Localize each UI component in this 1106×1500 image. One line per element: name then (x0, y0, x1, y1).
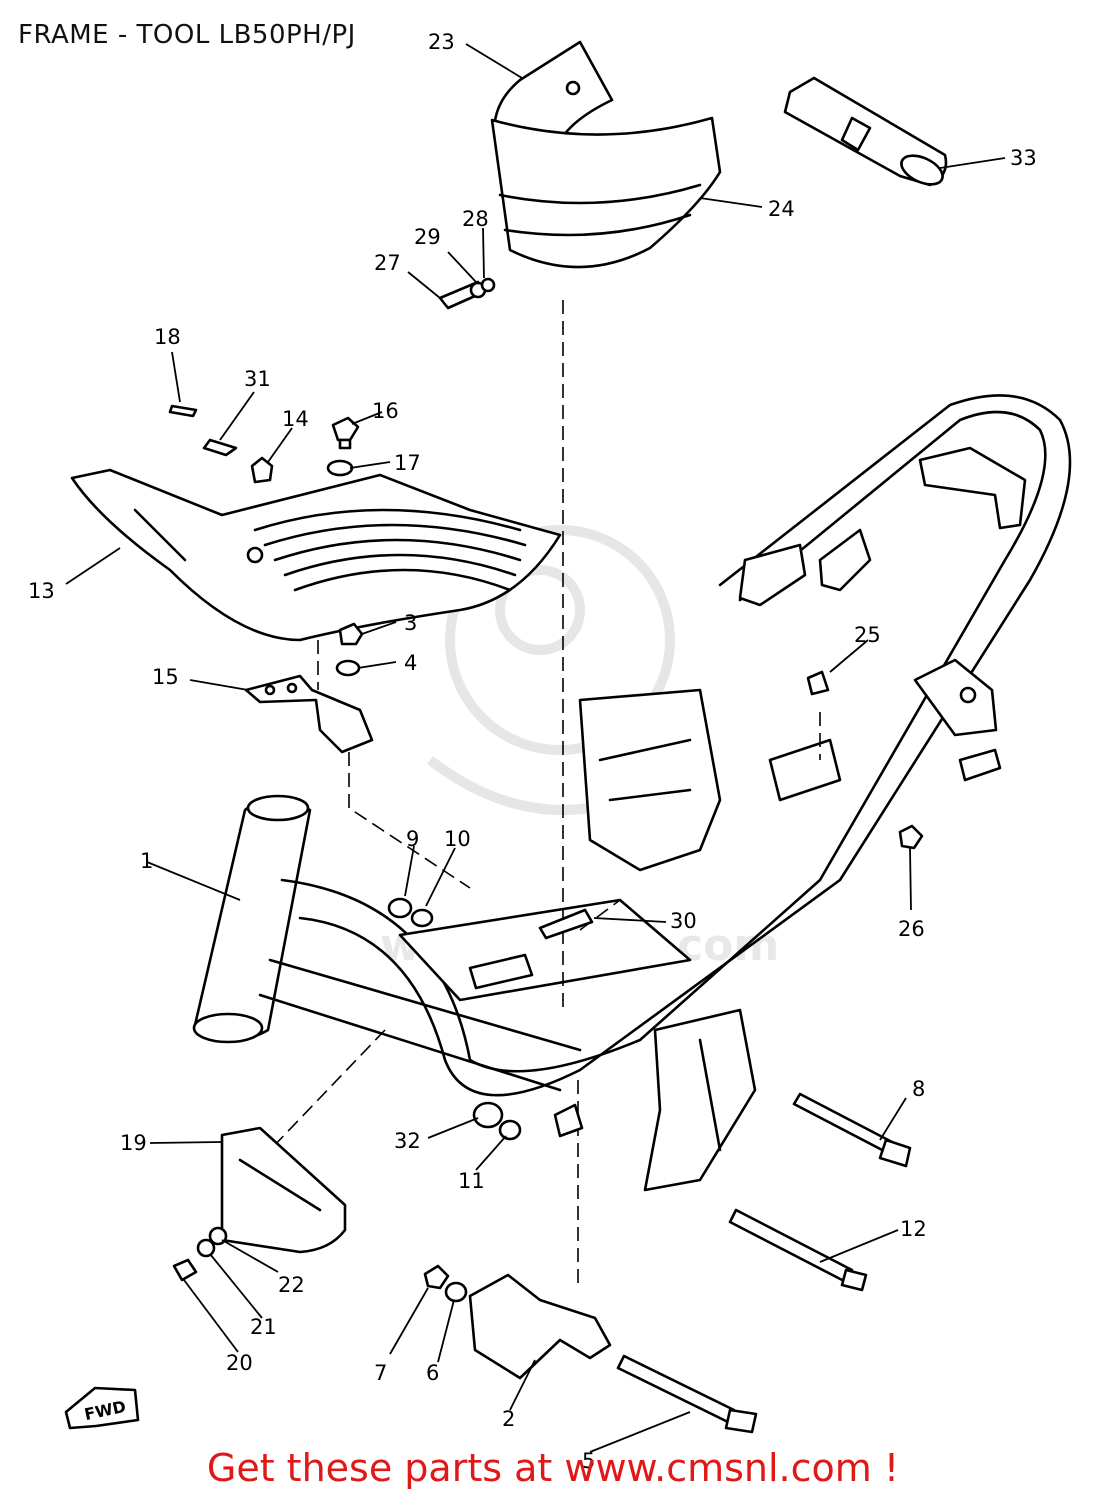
board-fasteners (168, 404, 360, 484)
floor-board (70, 468, 562, 642)
part-label-25: 25 (854, 623, 881, 647)
misc-small-parts (806, 670, 924, 850)
part-label-27: 27 (374, 251, 401, 275)
part-label-7: 7 (374, 1361, 387, 1385)
part-label-2: 2 (502, 1407, 515, 1431)
part-label-26: 26 (898, 917, 925, 941)
leader-lines (65, 43, 1006, 1453)
lower-bracket (423, 1264, 612, 1380)
cover-bolts (438, 277, 496, 310)
footer-cmsnl-link[interactable]: Get these parts at www.cmsnl.com ! (206, 1446, 900, 1490)
part-label-16: 16 (372, 399, 399, 423)
part-label-15: 15 (152, 665, 179, 689)
part-labels: 23 33 24 28 29 27 18 31 14 16 17 13 3 25… (28, 30, 1037, 1473)
alignment-lines (269, 300, 821, 1290)
part-label-32: 32 (394, 1129, 421, 1153)
part-label-8: 8 (912, 1077, 925, 1101)
tool-cover (490, 40, 722, 269)
part-label-30: 30 (670, 909, 697, 933)
board-bracket (244, 622, 374, 754)
part-label-28: 28 (462, 207, 489, 231)
side-cover (172, 1126, 347, 1282)
part-label-14: 14 (282, 407, 309, 431)
part-label-4: 4 (404, 651, 417, 675)
part-label-6: 6 (426, 1361, 439, 1385)
engine-bushing (472, 1101, 584, 1141)
forward-direction-icon: FWD (64, 1386, 140, 1430)
part-label-11: 11 (458, 1169, 485, 1193)
part-label-9: 9 (406, 827, 419, 851)
part-label-24: 24 (768, 197, 795, 221)
part-label-21: 21 (250, 1315, 277, 1339)
part-label-23: 23 (428, 30, 455, 54)
part-label-20: 20 (226, 1351, 253, 1375)
part-label-29: 29 (414, 225, 441, 249)
part-label-17: 17 (394, 451, 421, 475)
part-label-5: 5 (582, 1449, 595, 1473)
part-label-1: 1 (140, 849, 153, 873)
page-title: FRAME - TOOL LB50PH/PJ (18, 20, 356, 50)
part-label-31: 31 (244, 367, 271, 391)
main-frame (192, 394, 1072, 1192)
center-fasteners (387, 897, 594, 940)
part-label-13: 13 (28, 579, 55, 603)
part-label-18: 18 (154, 325, 181, 349)
part-label-33: 33 (1010, 146, 1037, 170)
part-label-3: 3 (404, 611, 417, 635)
long-bolts (616, 1092, 912, 1434)
tool-roll (783, 76, 948, 187)
part-label-12: 12 (900, 1217, 927, 1241)
part-label-22: 22 (278, 1273, 305, 1297)
part-label-10: 10 (444, 827, 471, 851)
part-label-19: 19 (120, 1131, 147, 1155)
